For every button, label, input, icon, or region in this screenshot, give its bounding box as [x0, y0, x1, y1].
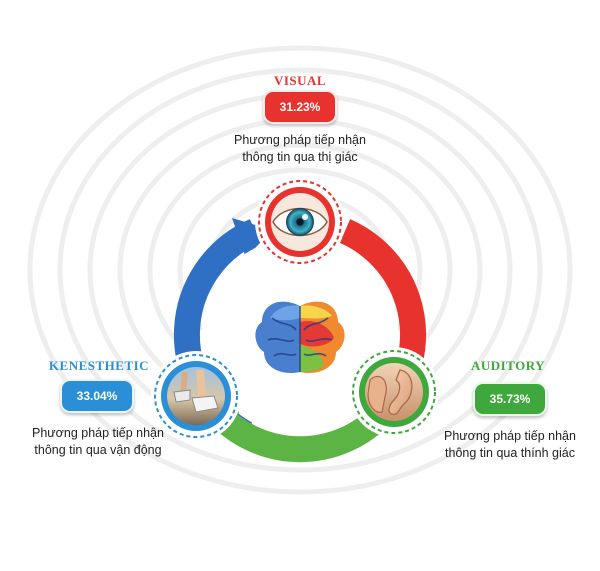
ring-arc-green [210, 406, 390, 463]
kinesthetic-desc-line2: thông tin qua vận động [34, 443, 162, 457]
kinesthetic-node [151, 351, 241, 441]
ear-icon [367, 369, 413, 416]
visual-description: Phương pháp tiếp nhận thông tin qua thị … [200, 132, 400, 166]
kinesthetic-heading: KENESTHETIC [48, 358, 150, 373]
auditory-heading: AUDITORY [470, 358, 546, 373]
running-feet-icon [173, 370, 219, 413]
kinesthetic-desc-line1: Phương pháp tiếp nhận [32, 426, 164, 440]
kinesthetic-description: Phương pháp tiếp nhận thông tin qua vận … [0, 425, 196, 459]
visual-desc-line2: thông tin qua thị giác [242, 150, 358, 164]
visual-node [255, 177, 345, 267]
kinesthetic-percent-badge: 33.04% [60, 379, 134, 413]
brain-icon [255, 301, 345, 374]
eye-icon [272, 207, 328, 237]
auditory-node [349, 347, 439, 437]
visual-desc-line1: Phương pháp tiếp nhận [234, 133, 366, 147]
auditory-percent-badge: 35.73% [473, 382, 547, 416]
auditory-description: Phương pháp tiếp nhận thông tin qua thín… [412, 428, 600, 462]
visual-heading: VISUAL [273, 73, 327, 88]
auditory-desc-line1: Phương pháp tiếp nhận [444, 429, 576, 443]
auditory-desc-line2: thông tin qua thính giác [445, 446, 575, 460]
visual-percent-badge: 31.23% [263, 90, 337, 124]
